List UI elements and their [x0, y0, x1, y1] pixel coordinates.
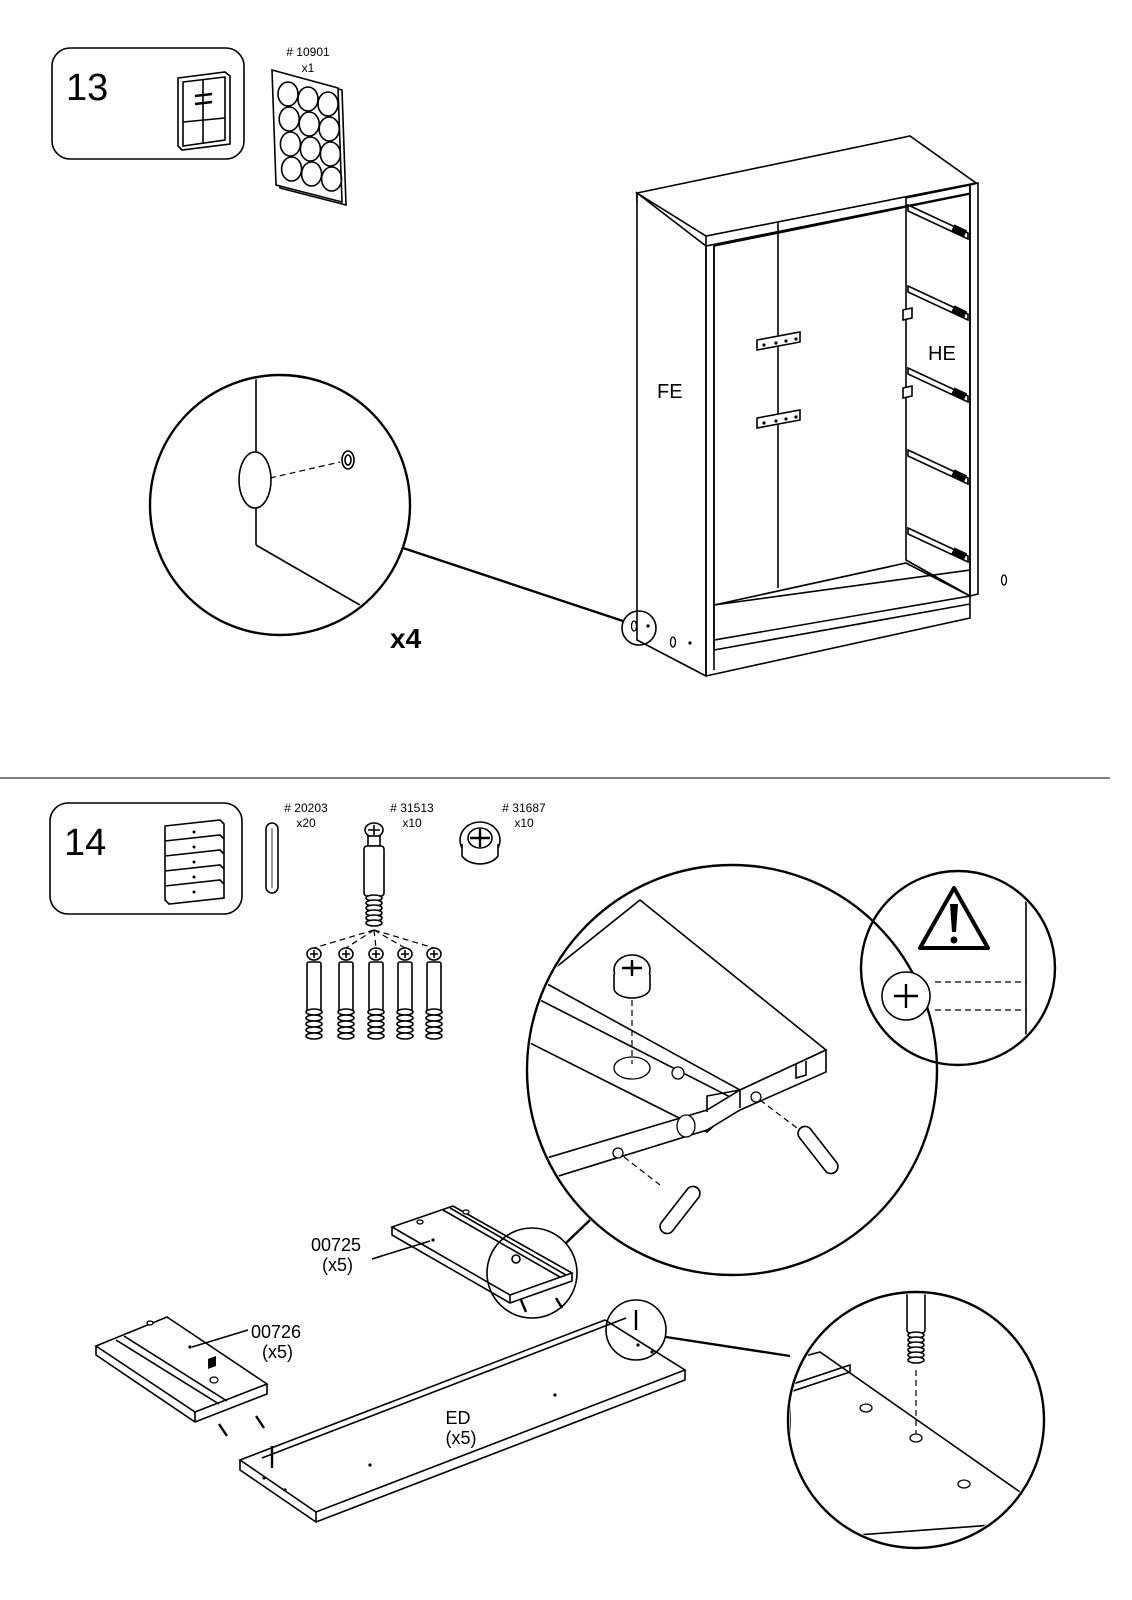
drawer-rail	[907, 203, 969, 241]
label-he: HE	[928, 343, 956, 365]
panel-00725	[390, 1205, 574, 1304]
detail-callout-small-00725	[486, 1219, 591, 1319]
label-ed-qty: (x5)	[446, 1428, 477, 1448]
wardrobe-carcass: FE HE	[634, 135, 1008, 678]
hinge-plate-lower	[756, 409, 801, 429]
part-31687-qty: x10	[514, 816, 534, 830]
detail-callout-cover-cap: x4	[148, 373, 657, 654]
sticker-disc	[320, 166, 343, 192]
clip-lower	[902, 385, 913, 399]
repeat-count-x4: x4	[390, 623, 422, 654]
bolt-variant	[396, 947, 414, 1040]
bolt-variants	[305, 947, 443, 1040]
drawer-stack-thumbnail-icon	[164, 819, 225, 905]
bolt-variant	[305, 947, 323, 1040]
warning-triangle-icon	[918, 886, 990, 950]
panel-00726	[94, 1316, 269, 1437]
label-00726: 00726	[251, 1322, 301, 1342]
clip-upper	[902, 307, 913, 321]
part-10901-qty: x1	[302, 61, 315, 75]
cam-lock-icon	[459, 821, 501, 865]
sticker-disc	[318, 116, 341, 142]
drawer-rail	[907, 448, 969, 486]
part-31687-code: # 31687	[502, 801, 546, 815]
sticker-disc	[277, 81, 299, 107]
hinge-plate-upper	[756, 331, 801, 351]
connector-bolt-icon	[363, 822, 385, 927]
label-fe: FE	[657, 381, 683, 403]
leader-00725	[371, 1240, 431, 1260]
bolt-variant-arrows	[313, 929, 435, 949]
bolt-variant	[337, 947, 355, 1040]
bolt-variant	[367, 947, 385, 1040]
label-00725: 00725	[311, 1235, 361, 1255]
leader-00726	[191, 1329, 249, 1348]
sticker-disc	[319, 141, 342, 167]
step-13-number: 13	[66, 67, 108, 109]
drawer-rail	[907, 366, 969, 404]
step-14-box	[49, 802, 243, 915]
wardrobe-thumbnail-icon	[177, 71, 231, 151]
part-20203-qty: x20	[296, 816, 316, 830]
sticker-disc	[298, 111, 321, 137]
step-14: 14 # 20203 x20 # 31513 x10 # 31687 x10	[49, 801, 1057, 1550]
drawer-rails	[907, 203, 969, 564]
drawer-rail	[907, 284, 969, 322]
sticker-disc	[278, 106, 301, 132]
sticker-disc	[279, 131, 302, 157]
step-13: 13 # 10901 x1	[51, 45, 1008, 678]
detail-callout-warning	[859, 869, 1057, 1067]
label-00726-qty: (x5)	[262, 1342, 293, 1362]
step-14-number: 14	[64, 822, 106, 864]
panel-ed	[238, 1317, 687, 1523]
sticker-disc	[317, 91, 339, 117]
detail-callout-cam-lock	[525, 863, 939, 1277]
step-13-box	[51, 47, 245, 160]
sticker-disc	[280, 156, 303, 182]
sticker-disc	[300, 161, 323, 187]
sticker-disc	[297, 86, 319, 112]
part-31513-code: # 31513	[390, 801, 434, 815]
part-31513-qty: x10	[402, 816, 422, 830]
sticker-sheet-icon	[271, 68, 347, 207]
drawer-rail	[907, 526, 969, 564]
part-10901-code: # 10901	[286, 45, 330, 59]
sticker-disc	[299, 136, 322, 162]
label-ed: ED	[445, 1408, 470, 1428]
detail-callout-small-ed	[605, 1299, 791, 1361]
label-00725-qty: (x5)	[322, 1255, 353, 1275]
bolt-variant	[425, 947, 443, 1040]
detail-callout-connector-bolt	[786, 1290, 1046, 1550]
part-20203-code: # 20203	[284, 801, 328, 815]
wooden-dowel-icon	[265, 822, 279, 894]
